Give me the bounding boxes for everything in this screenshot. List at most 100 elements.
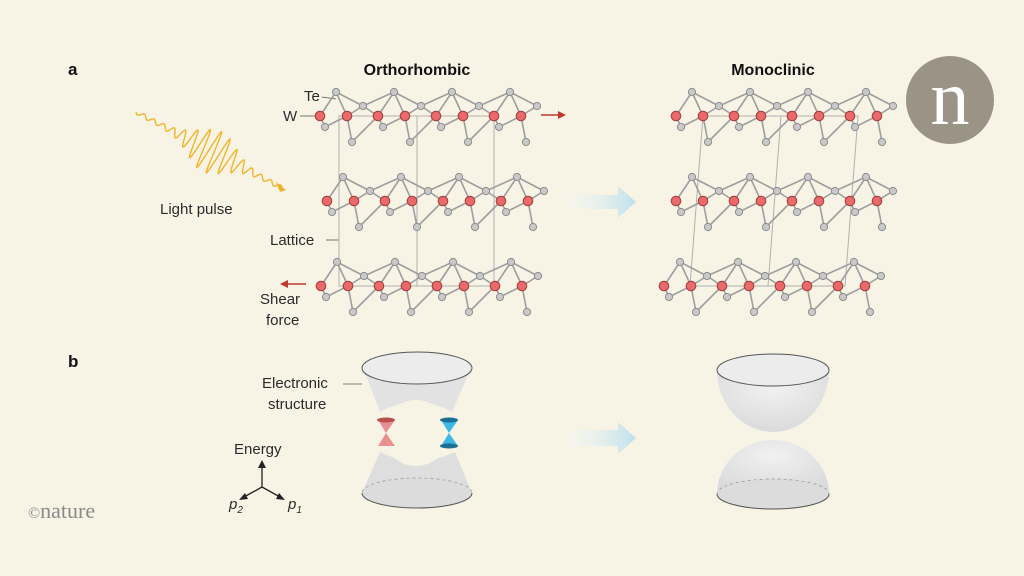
te-atom xyxy=(378,122,388,132)
te-atom xyxy=(749,307,759,317)
monoclinic-lattice xyxy=(658,87,898,317)
unit-cell xyxy=(689,115,859,287)
te-atom xyxy=(861,87,871,97)
w-atom xyxy=(341,110,353,122)
te-atom xyxy=(533,271,543,281)
te-atom xyxy=(495,292,505,302)
w-atom xyxy=(813,195,825,207)
te-atom xyxy=(745,87,755,97)
w-atom xyxy=(372,110,384,122)
te-atom xyxy=(807,307,817,317)
te-atom xyxy=(772,186,782,196)
te-atom xyxy=(358,101,368,111)
structure-label: structure xyxy=(268,396,326,413)
electronic-label: Electronic xyxy=(262,375,328,392)
te-atom xyxy=(849,257,859,267)
te-atom xyxy=(532,101,542,111)
te-atom xyxy=(320,122,330,132)
te-atom xyxy=(687,172,697,182)
w-atom xyxy=(399,110,411,122)
w-atom xyxy=(871,110,883,122)
te-atom xyxy=(379,292,389,302)
te-atom xyxy=(405,137,415,147)
te-atom xyxy=(463,137,473,147)
te-atom xyxy=(664,292,674,302)
te-atom xyxy=(877,137,887,147)
p2-subscript: 2 xyxy=(236,505,243,516)
te-atom xyxy=(505,87,515,97)
w-atom xyxy=(774,280,786,292)
te-atom xyxy=(691,307,701,317)
te-atom xyxy=(512,172,522,182)
w-atom xyxy=(430,110,442,122)
te-atom xyxy=(819,137,829,147)
orthorhombic-lattice xyxy=(314,87,549,317)
force-label: force xyxy=(266,312,299,329)
te-atom xyxy=(443,207,453,217)
w-atom xyxy=(755,110,767,122)
te-atom xyxy=(447,87,457,97)
te-atom xyxy=(818,271,828,281)
te-atom xyxy=(722,292,732,302)
te-atom xyxy=(734,207,744,217)
te-atom xyxy=(436,122,446,132)
te-atom xyxy=(347,137,357,147)
energy-label: Energy xyxy=(234,441,282,458)
te-atom xyxy=(850,122,860,132)
te-atom xyxy=(437,292,447,302)
te-atom xyxy=(745,172,755,182)
te-atom xyxy=(474,101,484,111)
w-atom xyxy=(786,195,798,207)
unit-cell-divider xyxy=(767,115,782,287)
w-atom xyxy=(697,110,709,122)
te-atom xyxy=(830,186,840,196)
te-atom xyxy=(448,257,458,267)
te-atom xyxy=(481,186,491,196)
nature-logo: n xyxy=(906,54,994,144)
w-atom xyxy=(685,280,697,292)
w-atom xyxy=(516,280,528,292)
te-label: Te xyxy=(304,88,320,105)
right-arrow-icon xyxy=(570,186,636,218)
w-atom xyxy=(406,195,418,207)
title-orthorhombic: Orthorhombic xyxy=(364,62,471,79)
te-atom xyxy=(865,307,875,317)
w-atom xyxy=(813,110,825,122)
te-atom xyxy=(365,186,375,196)
w-atom xyxy=(488,110,500,122)
te-atom xyxy=(792,207,802,217)
te-atom xyxy=(676,207,686,217)
copyright-symbol: © xyxy=(28,505,40,522)
te-atom xyxy=(390,257,400,267)
te-atom xyxy=(702,271,712,281)
w-atom xyxy=(321,195,333,207)
te-atom xyxy=(714,186,724,196)
copyright-text: nature xyxy=(40,498,95,523)
w-atom xyxy=(716,280,728,292)
w-atom xyxy=(832,280,844,292)
te-atom xyxy=(703,137,713,147)
te-atom xyxy=(470,222,480,232)
w-atom xyxy=(315,280,327,292)
te-atom xyxy=(760,271,770,281)
w-atom xyxy=(400,280,412,292)
w-atom xyxy=(515,110,527,122)
w-atom xyxy=(495,195,507,207)
te-atom xyxy=(803,87,813,97)
te-atom xyxy=(423,186,433,196)
w-atom xyxy=(801,280,813,292)
w-atom xyxy=(342,280,354,292)
te-atom xyxy=(332,257,342,267)
te-atom xyxy=(877,222,887,232)
w-atom xyxy=(844,110,856,122)
w-atom xyxy=(489,280,501,292)
te-atom xyxy=(389,87,399,97)
te-atom xyxy=(734,122,744,132)
te-atom xyxy=(348,307,358,317)
light-pulse-label: Light pulse xyxy=(160,201,233,218)
panel-a-label: a xyxy=(68,60,78,79)
te-atom xyxy=(501,207,511,217)
shear-label: Shear xyxy=(260,291,300,308)
lattice-label: Lattice xyxy=(270,232,314,249)
